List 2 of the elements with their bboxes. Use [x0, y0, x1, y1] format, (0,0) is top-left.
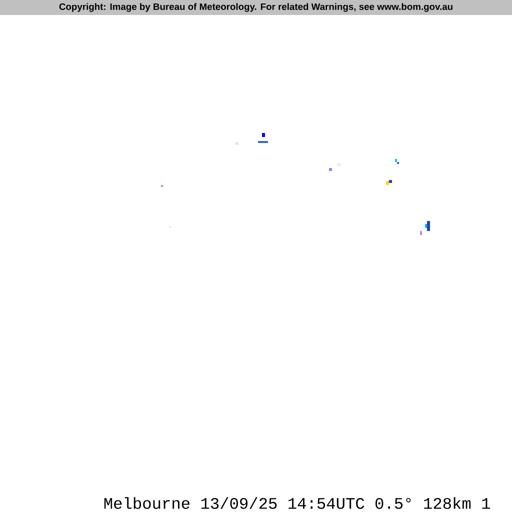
radar-info-text: Melbourne 13/09/25 14:54UTC 0.5° 128km 1: [104, 497, 490, 509]
copyright-banner: Copyright: Image by Bureau of Meteorology. For related Warnings, see www.bom.gov.au: [0, 0, 512, 15]
